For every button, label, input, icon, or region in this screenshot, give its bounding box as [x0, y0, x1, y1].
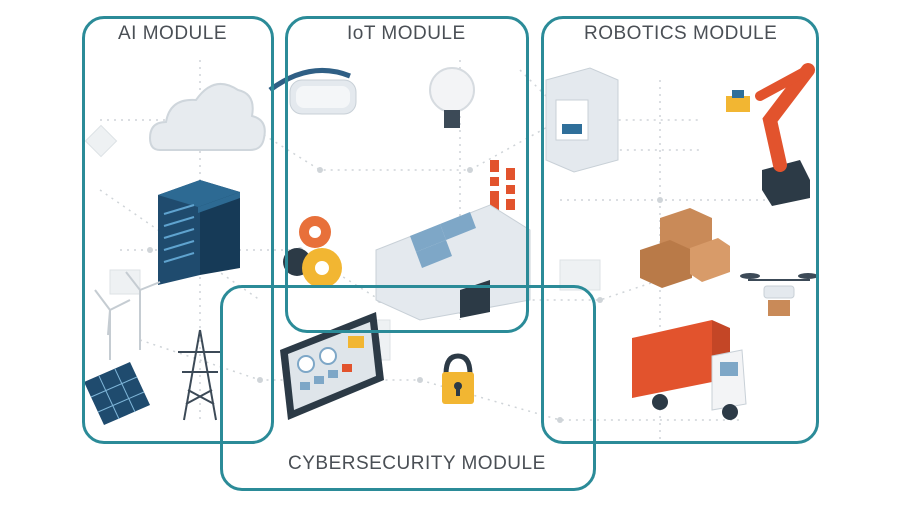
gears-icon [283, 216, 342, 288]
robotics-module-frame [541, 16, 819, 444]
cybersecurity-module-frame [220, 285, 596, 491]
delivery-truck-icon [632, 320, 747, 420]
wind-turbine-icon [94, 271, 161, 360]
cybersecurity-module-title: CYBERSECURITY MODULE [288, 453, 546, 474]
iot-module-title: IoT MODULE [347, 23, 466, 44]
cloud-icon [148, 82, 266, 151]
server-rack-icon [158, 180, 240, 285]
robot-arm-icon [726, 63, 815, 206]
ai-module-title: AI MODULE [118, 23, 228, 44]
tablet-dashboard-icon [280, 312, 384, 420]
factory-icon [375, 160, 531, 321]
iot-module-frame [285, 16, 529, 333]
drone-icon [740, 273, 818, 316]
solar-panel-icon [84, 362, 150, 425]
cardboard-boxes-icon [640, 208, 730, 288]
robotics-module-title: ROBOTICS MODULE [584, 23, 778, 44]
vr-headset-icon [268, 68, 357, 115]
light-bulb-icon [429, 67, 475, 128]
ai-module-frame [82, 16, 274, 444]
power-pylon-icon [178, 329, 222, 421]
padlock-icon [442, 353, 474, 404]
3d-printer-icon [545, 67, 619, 173]
